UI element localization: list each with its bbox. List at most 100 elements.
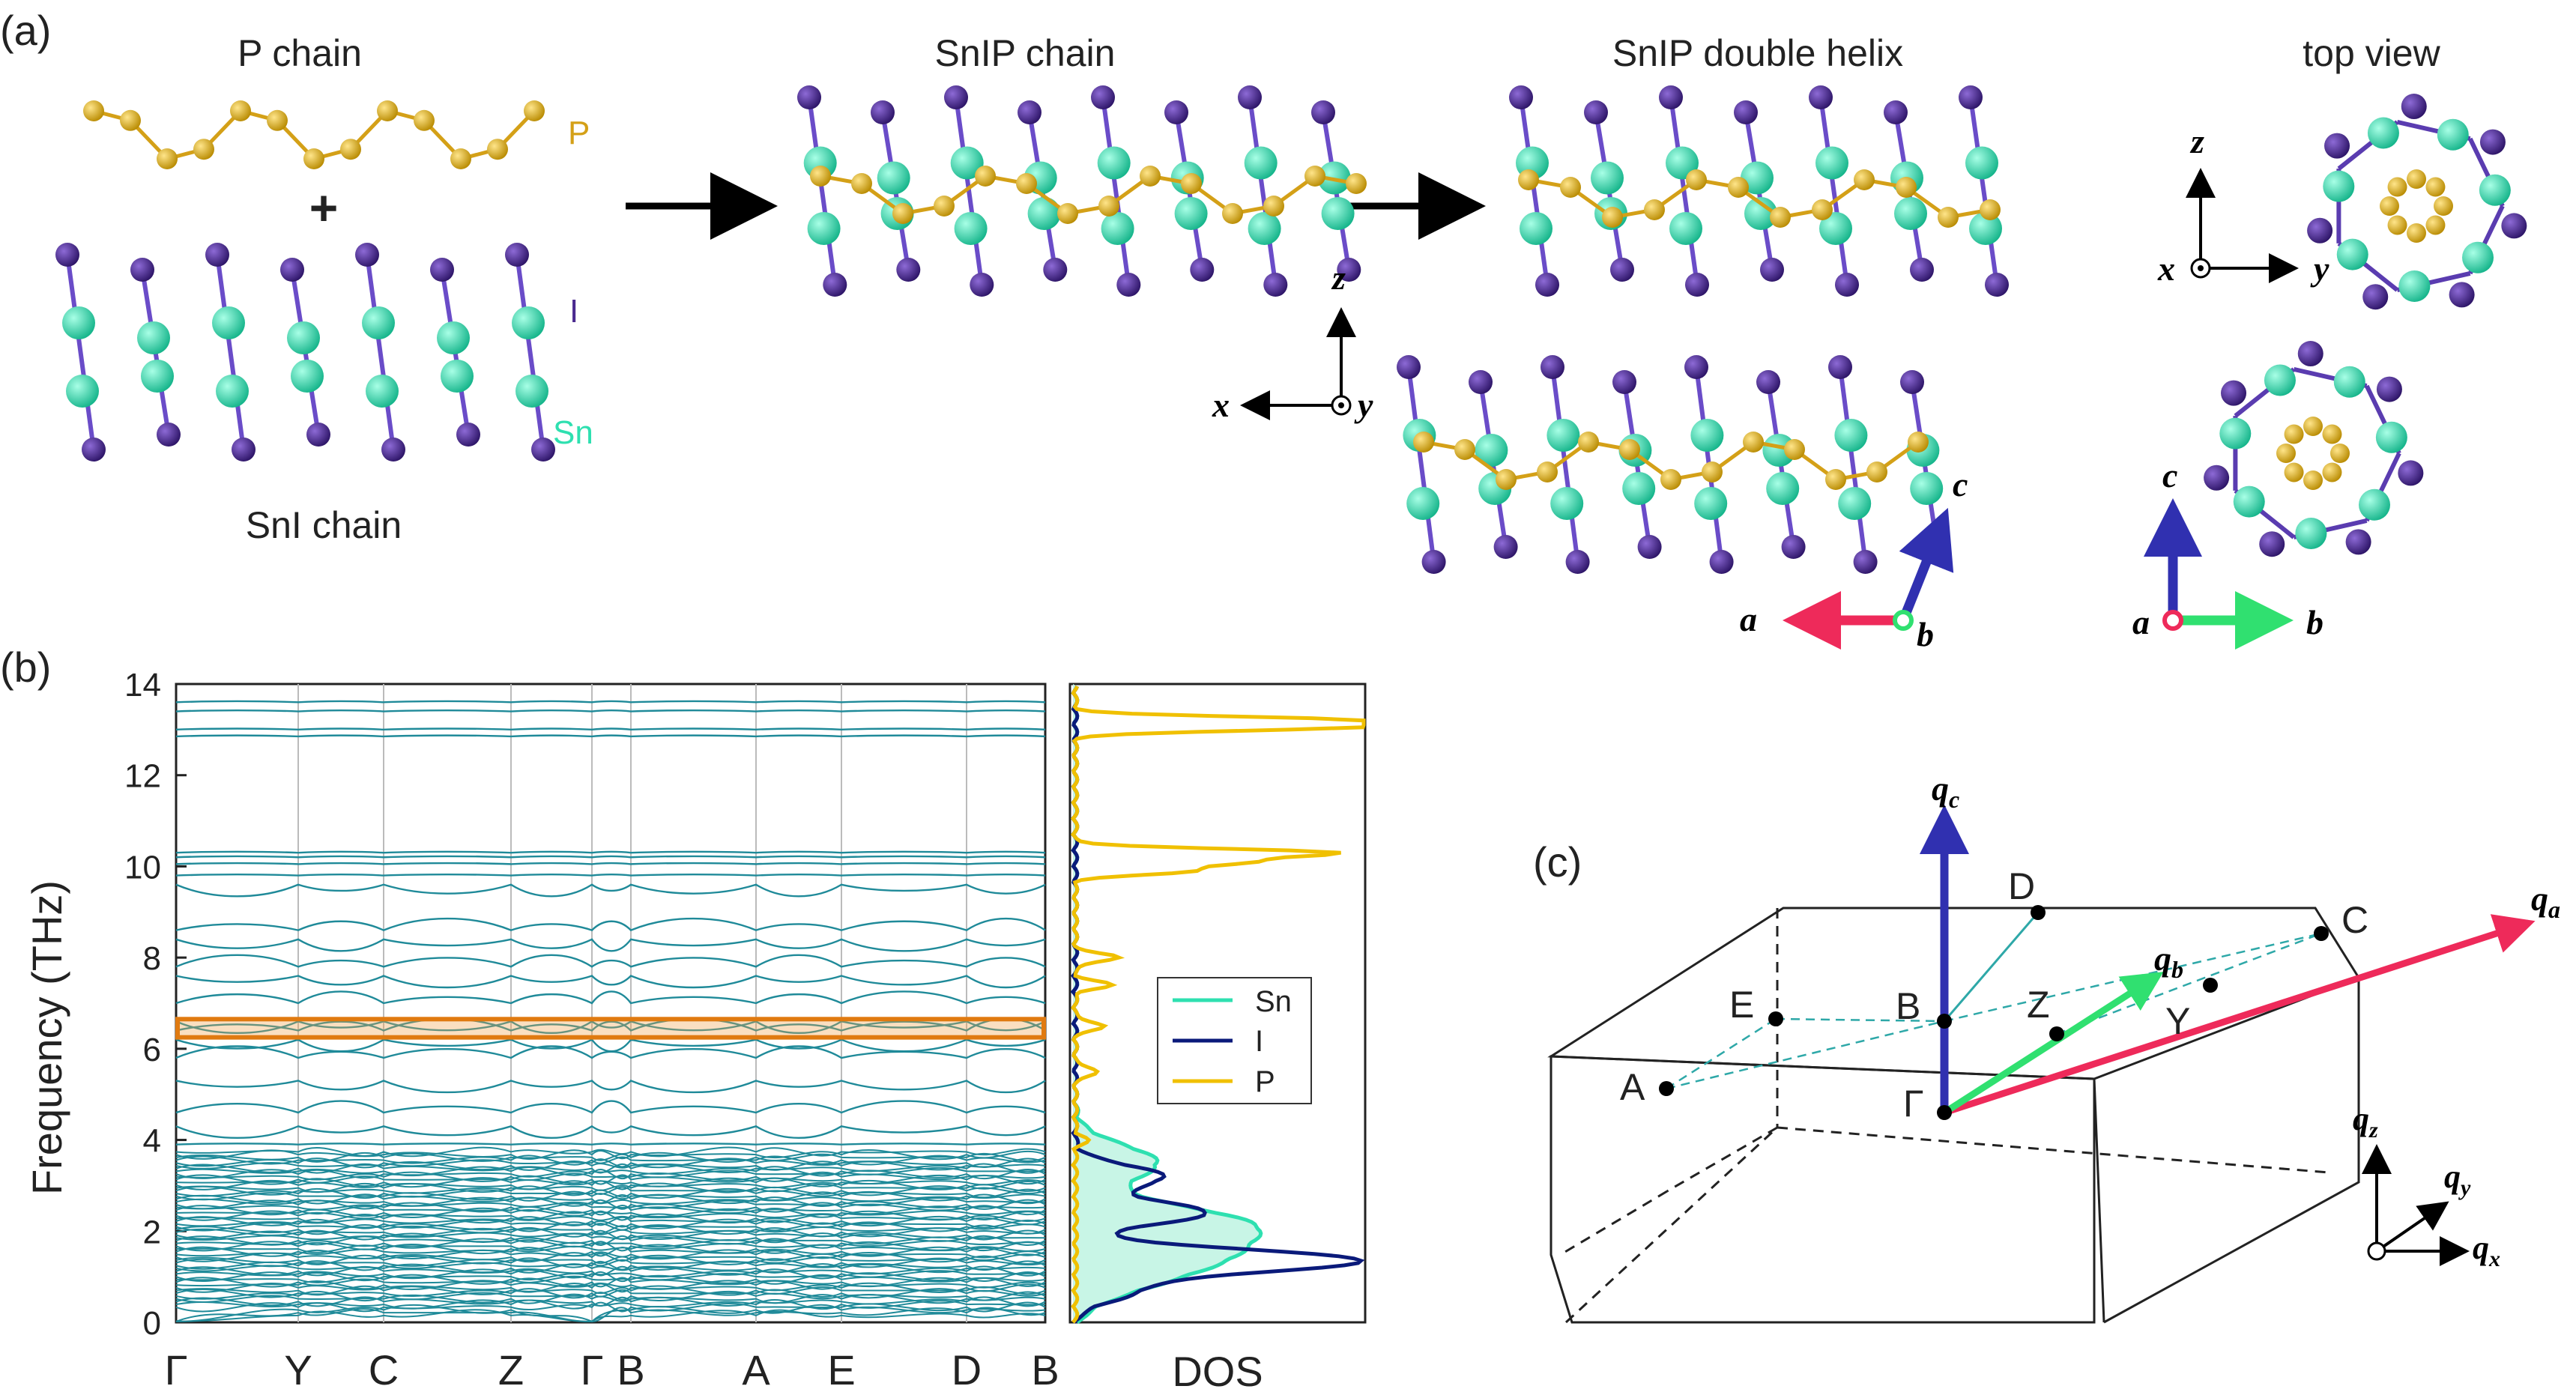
phonon-branch-low — [175, 1213, 1046, 1224]
atom-sn — [1965, 146, 1998, 180]
label-qz: qz — [2353, 1101, 2378, 1143]
k-path-label: A — [742, 1346, 770, 1394]
phonon-branch-low — [175, 1288, 1046, 1299]
phonon-branch — [175, 1125, 1046, 1140]
atom-i — [1612, 370, 1636, 394]
phonon-branch-low — [175, 1282, 1046, 1293]
atom-i — [1018, 100, 1041, 124]
atom-p — [2434, 196, 2453, 216]
axis-label-b-top: b — [2306, 603, 2323, 641]
bond — [1550, 366, 1580, 563]
atom-i — [381, 438, 405, 462]
atom-i — [797, 85, 821, 109]
atom-i — [1043, 258, 1068, 282]
atom-sn — [287, 321, 320, 354]
atom-p — [1825, 469, 1846, 490]
phonon-branch-low — [175, 1249, 1046, 1260]
phonon-branch-low — [175, 1185, 1046, 1196]
k-path-label: C — [369, 1346, 399, 1394]
axis-label-a-top: a — [2132, 603, 2150, 641]
atom-i — [1659, 85, 1683, 109]
atom-sn — [1244, 146, 1278, 180]
atom-p — [1346, 173, 1367, 194]
axes-q-xyz: qx qy qz — [2353, 1101, 2500, 1271]
atom-sn — [2367, 117, 2399, 149]
phonon-branch-low — [175, 1207, 1046, 1219]
k-path-label: Y — [284, 1346, 312, 1394]
phonon-branch-low — [175, 1241, 1046, 1252]
atom-i — [55, 243, 79, 267]
phonon-branch-low — [175, 1274, 1046, 1285]
bond — [1406, 366, 1436, 563]
legend-sn: Sn — [1255, 985, 1292, 1018]
phonon-branch — [175, 1143, 1046, 1146]
atom-i — [2297, 341, 2323, 367]
axis-label-y-top: y — [2310, 249, 2329, 288]
atom-p — [2425, 215, 2446, 235]
atom-p — [1537, 462, 1558, 482]
atom-i — [1311, 100, 1335, 124]
phonon-branch — [175, 862, 1046, 865]
atom-p — [193, 139, 214, 160]
atom-i — [1263, 273, 1288, 297]
bond — [1101, 97, 1131, 285]
atom-sn — [2462, 241, 2494, 273]
atom-p — [1057, 203, 1078, 224]
atom-p — [975, 166, 996, 187]
phonon-branch-low — [175, 1243, 1046, 1255]
y-tick-label: 14 — [124, 667, 161, 703]
atom-i — [430, 258, 454, 282]
phonon-branch — [175, 938, 1046, 952]
panel-a-tag: (a) — [0, 7, 51, 54]
phonon-branch-low — [175, 1251, 1046, 1263]
legend-i: I — [1255, 1025, 1263, 1058]
kpoint-c: C — [2341, 899, 2368, 941]
atom-sn — [1690, 419, 1724, 452]
atom-sn — [1546, 419, 1580, 452]
atom-i — [130, 258, 154, 282]
atom-sn — [216, 375, 249, 408]
bond — [954, 97, 985, 285]
axis-label-x: x — [1212, 386, 1230, 424]
phonon-branch — [175, 990, 1046, 1005]
legend-p: P — [1255, 1065, 1275, 1098]
atom-sn — [2295, 517, 2327, 549]
title-top-view: top view — [2303, 32, 2440, 74]
dos-axis-label: DOS — [1172, 1348, 1263, 1395]
atom-i — [2221, 380, 2247, 406]
atom-p — [1644, 199, 1665, 220]
atom-i — [2307, 217, 2333, 243]
atom-sn — [2333, 366, 2365, 398]
phonon-branch-low — [175, 1238, 1046, 1249]
atom-p — [2380, 196, 2399, 216]
atom-i — [1421, 550, 1446, 574]
atom-p — [2303, 417, 2323, 436]
phonon-branch-low — [175, 1265, 1046, 1277]
highlighted-band-region — [175, 1017, 1046, 1040]
phonon-branch — [175, 855, 1046, 859]
dos-p-line — [1070, 686, 1366, 1324]
atom-sn — [1550, 487, 1584, 520]
phonon-branch-low — [175, 1218, 1046, 1229]
phonon-branch — [175, 975, 1046, 989]
axis-label-a: a — [1740, 600, 1757, 638]
atom-p — [1908, 432, 1929, 453]
atom-i — [1835, 273, 1859, 297]
atom-p — [303, 148, 324, 169]
atom-i — [1809, 85, 1833, 109]
k-path-label: D — [952, 1346, 982, 1394]
atom-sn — [141, 360, 174, 393]
kpoint-z: Z — [2027, 984, 2050, 1026]
atom-i — [896, 258, 921, 282]
atom-i — [1238, 85, 1262, 109]
phonon-branch — [175, 1017, 1046, 1032]
phonon-branch-low — [175, 1166, 1046, 1177]
atom-p — [157, 148, 178, 169]
atom-i — [1756, 370, 1780, 394]
atom-i — [1709, 550, 1734, 574]
atom-i — [1684, 355, 1708, 379]
atom-i — [1734, 100, 1758, 124]
phonon-branch-low — [175, 1161, 1046, 1171]
atom-p — [2303, 470, 2323, 490]
